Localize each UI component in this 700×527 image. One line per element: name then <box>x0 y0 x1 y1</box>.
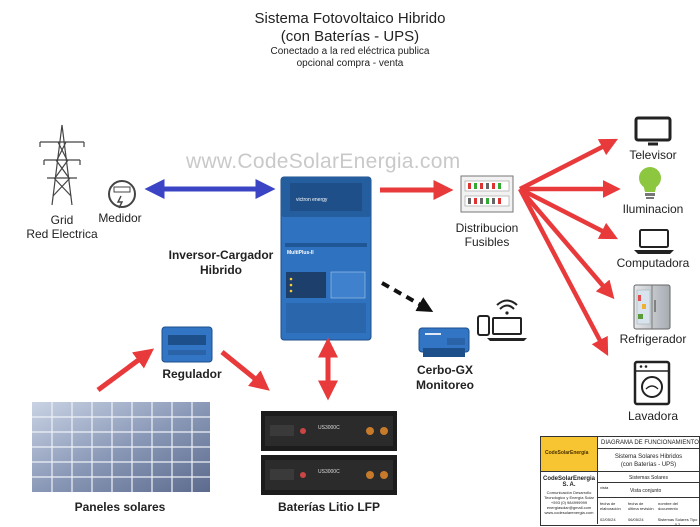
date-value-1: 02/05/24 <box>600 517 616 522</box>
view-row: vista Vista conjunto <box>598 484 699 498</box>
inverter-device <box>280 176 372 341</box>
title-line-2: (con Baterías - UPS) <box>280 28 420 45</box>
monitor-label-line-2: Monitoreo <box>416 378 474 392</box>
battery-upper <box>261 411 397 451</box>
grid-label-line-2: Red Electrica <box>26 227 98 241</box>
doc-value: Sistemas Solares Tipo 0.2 <box>657 517 698 527</box>
company-logo: CodeSolarEnergía <box>541 437 598 472</box>
inverter-brand: victron energy <box>296 197 328 203</box>
monitor-label: Cerbo-GX Monitoreo <box>405 363 485 393</box>
date-label-2: fecha de última revisión <box>628 501 654 511</box>
grid-label-line-1: Grid <box>50 213 74 227</box>
inverter-label-line-2: Hibrido <box>200 263 242 277</box>
battery-model-lower: US3000C <box>318 469 340 475</box>
system-line-2: (con Baterías - UPS) <box>620 462 677 468</box>
panels-label: Paneles solares <box>74 500 166 514</box>
regulator-batteries-arrow <box>220 350 270 391</box>
washing-machine-icon <box>633 360 671 406</box>
battery-lower <box>261 455 397 495</box>
date-value-2: 06/05/24 <box>628 517 644 522</box>
monitor-label-line-1: Cerbo-GX <box>416 363 473 377</box>
power-tower-icon <box>39 124 85 206</box>
title-line-1: Sistema Fotovoltaico Hibrido <box>254 10 446 27</box>
load-arrows <box>518 138 621 356</box>
distribution-label: Distribucion Fusibles <box>442 221 532 249</box>
company-info: CodeSolarEnergia S. A. Comunicación Desa… <box>541 472 598 524</box>
title-block: CodeSolarEnergía CodeSolarEnergia S. A. … <box>540 436 700 527</box>
load-label-tv: Televisor <box>629 148 677 162</box>
load-label-fridge: Refrigerador <box>619 332 687 346</box>
monitor-link-arrow <box>381 281 434 312</box>
load-label-washer: Lavadora <box>627 409 679 423</box>
television-icon <box>634 116 672 146</box>
subtitle-line-2: opcional compra - venta <box>296 58 404 69</box>
load-label-lighting: Iluminacion <box>622 202 684 216</box>
view-value: Vista conjunto <box>630 488 662 494</box>
distribution-label-line-2: Fusibles <box>464 235 510 249</box>
logo-text: CodeSolarEnergía <box>545 450 589 456</box>
meter-icon <box>108 180 136 209</box>
subtitle-line-1: Conectado a la red eléctrica publica <box>270 46 430 57</box>
meter-label: Medidor <box>98 211 142 225</box>
inverter-model: MultiPlus-II <box>287 250 314 256</box>
battery-model-upper: US3000C <box>318 425 340 431</box>
doc-label: nombre del documento <box>658 501 679 511</box>
panels-regulator-arrow <box>96 348 155 393</box>
batteries-label: Baterías Litio LFP <box>277 500 381 514</box>
inverter-label: Inversor-Cargador Hibrido <box>158 248 284 278</box>
grid-label: Grid Red Electrica <box>20 213 104 241</box>
date-label-1: fecha de elaboración <box>600 501 621 511</box>
system-name: Sistema Solares Hibridos (con Baterías -… <box>598 450 699 472</box>
load-label-computer: Computadora <box>616 256 690 270</box>
charge-regulator-device <box>161 326 213 363</box>
company-description: Comunicación Desarrollo Tecnologico y En… <box>544 490 594 515</box>
distribution-label-line-1: Distribucion <box>455 221 519 235</box>
light-bulb-icon <box>639 167 661 199</box>
system-line-1: Sistema Solares Hibridos <box>614 454 683 460</box>
cerbo-gx-device <box>418 327 470 357</box>
regulator-label: Regulador <box>162 367 222 381</box>
company-name: CodeSolarEnergia <box>542 476 595 482</box>
watermark: www.CodeSolarEnergia.com <box>186 150 461 173</box>
inverter-label-line-1: Inversor-Cargador <box>168 248 274 262</box>
fuse-panel-icon <box>460 175 514 213</box>
laptop-icon <box>634 229 674 254</box>
category-row: Sistemas Solares <box>598 473 699 483</box>
company-sa: S. A. <box>562 482 576 488</box>
monitoring-devices-icon <box>477 299 527 341</box>
diagram-heading: DIAGRAMA DE FUNCIONAMIENTO <box>598 437 699 449</box>
solar-panels-image <box>32 402 210 492</box>
refrigerator-icon <box>633 284 671 330</box>
dates-row: fecha de elaboración 02/05/24 fecha de ú… <box>598 499 699 527</box>
view-label: vista <box>600 485 609 490</box>
